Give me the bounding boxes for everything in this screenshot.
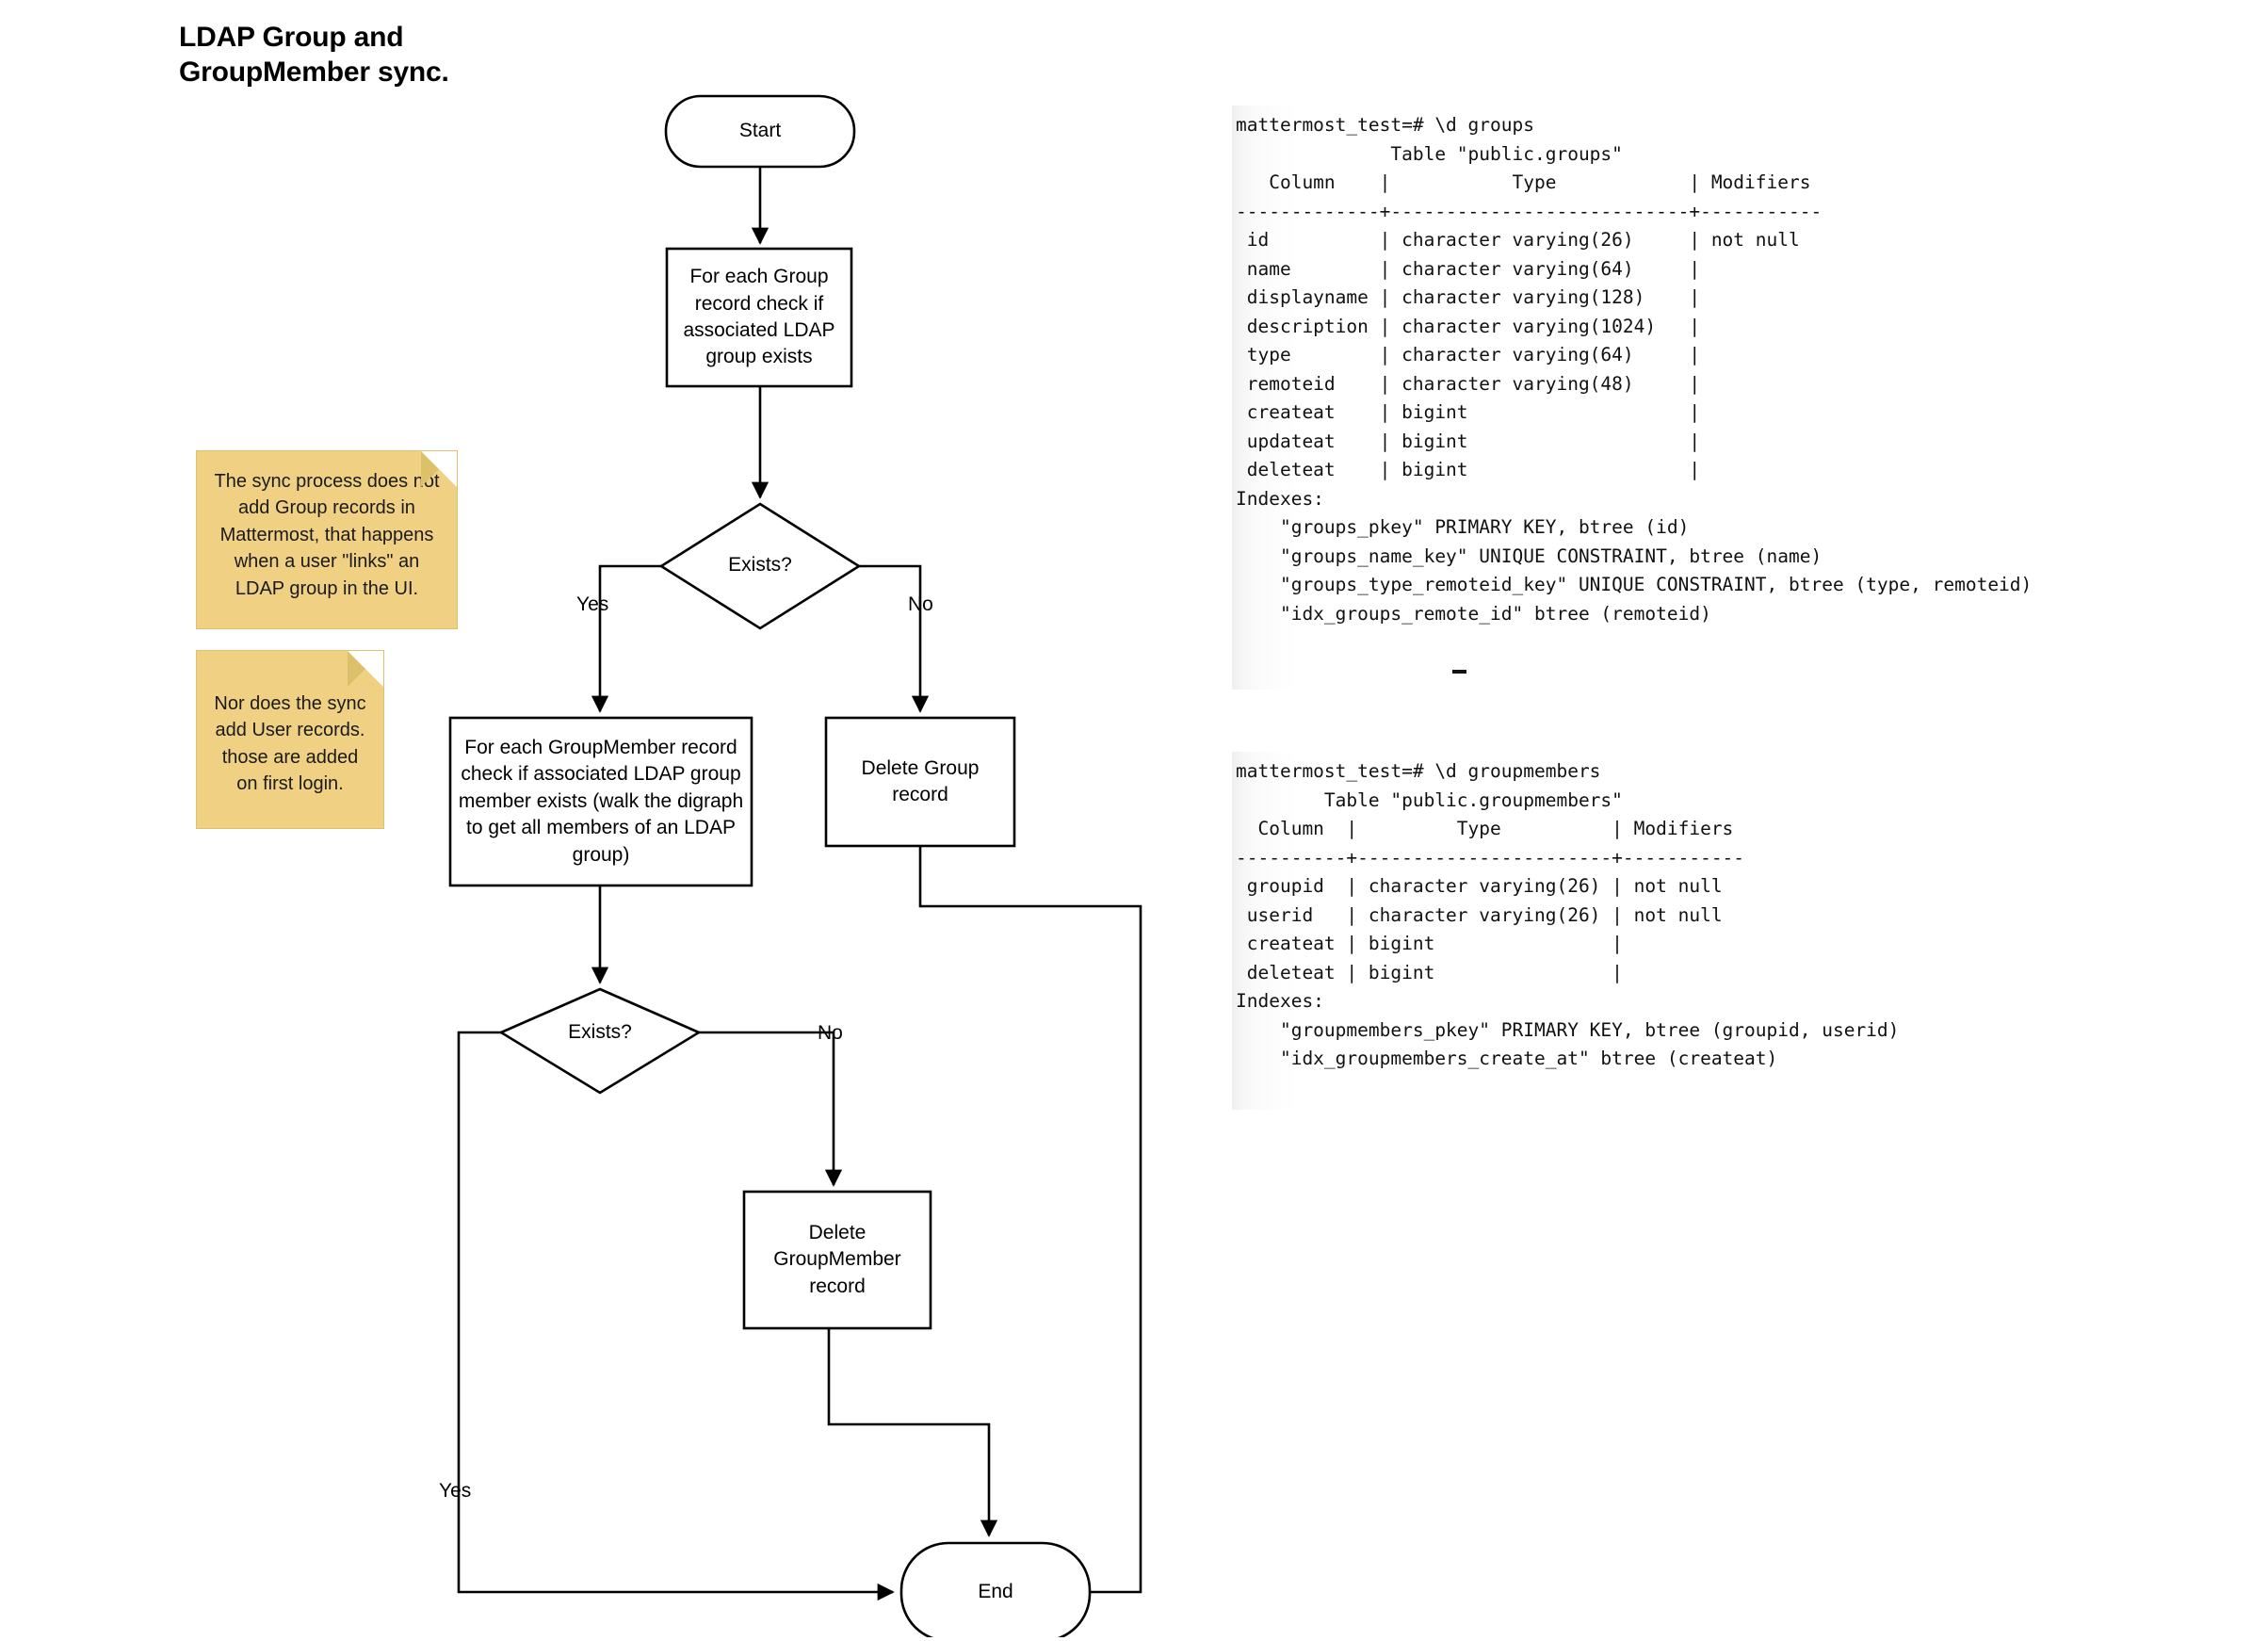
terminal-line: mattermost_test=# \d groupmembers: [1236, 760, 1601, 782]
terminal-line: remoteid | character varying(48) |: [1236, 372, 1701, 395]
terminal-line: deleteat | bigint |: [1236, 459, 1701, 481]
terminal-line: mattermost_test=# \d groups: [1236, 114, 1534, 136]
terminal-line: "groups_type_remoteid_key" UNIQUE CONSTR…: [1236, 574, 2033, 596]
sticky-note-text: The sync process does not add Group reco…: [214, 471, 440, 599]
page-title: LDAP Group and GroupMember sync.: [179, 22, 449, 88]
edge-label-group-yes: Yes: [576, 593, 609, 615]
terminal-line: type | character varying(64) |: [1236, 344, 1701, 366]
terminal-line: userid | character varying(26) | not nul…: [1236, 903, 1723, 926]
node-check-member-shape: [448, 716, 753, 887]
edge-label-member-yes: Yes: [439, 1480, 472, 1502]
sticky-fold-cut-icon: [348, 651, 383, 687]
terminal-line: Table "public.groups": [1236, 142, 1623, 165]
node-exists-group-shape: [658, 502, 862, 630]
terminal-line: updateat | bigint |: [1236, 430, 1701, 452]
node-check-group-shape: [665, 247, 853, 388]
terminal-line: "idx_groupmembers_create_at" btree (crea…: [1236, 1048, 1778, 1070]
terminal-line: ----------+-----------------------+-----…: [1236, 846, 1745, 869]
terminal-line: "groupmembers_pkey" PRIMARY KEY, btree (…: [1236, 1018, 1900, 1041]
terminal-line: displayname | character varying(128) |: [1236, 286, 1701, 309]
node-delete-member-shape: [742, 1190, 932, 1330]
terminal-line: Indexes:: [1236, 990, 1324, 1013]
terminal-line: description | character varying(1024) |: [1236, 315, 1701, 337]
node-end-shape: [899, 1541, 1092, 1637]
terminal-line: Indexes:: [1236, 487, 1324, 510]
flowchart-canvas: [448, 94, 1142, 1637]
edge-label-member-no: No: [818, 1022, 843, 1044]
terminal-cursor: [1232, 658, 2230, 687]
sticky-note-text: Nor does the sync add User records. thos…: [214, 693, 366, 795]
terminal-line: Column | Type | Modifiers: [1236, 171, 1822, 194]
terminal-line: Column | Type | Modifiers: [1236, 818, 1745, 840]
terminal-line: name | character varying(64) |: [1236, 257, 1701, 280]
terminal-line: "groups_name_key" UNIQUE CONSTRAINT, btr…: [1236, 544, 1822, 567]
terminal-groups-table: mattermost_test=# \d groups Table "publi…: [1232, 106, 2230, 690]
terminal-line: "idx_groups_remote_id" btree (remoteid): [1236, 602, 1711, 625]
terminal-line: createat | bigint |: [1236, 401, 1701, 424]
node-exists-member-shape: [498, 987, 702, 1095]
terminal-line: -------------+--------------------------…: [1236, 200, 1822, 222]
terminal-line: id | character varying(26) | not null: [1236, 229, 1800, 252]
sticky-note-group-records: The sync process does not add Group reco…: [196, 450, 458, 629]
terminal-line: "groups_pkey" PRIMARY KEY, btree (id): [1236, 516, 1690, 539]
sticky-note-user-records: Nor does the sync add User records. thos…: [196, 650, 384, 829]
edge-label-group-no: No: [908, 593, 933, 615]
terminal-line: groupid | character varying(26) | not nu…: [1236, 875, 1723, 898]
terminal-line: deleteat | bigint |: [1236, 961, 1623, 983]
terminal-line: createat | bigint |: [1236, 933, 1623, 955]
sticky-fold-cut-icon: [421, 451, 457, 487]
terminal-groupmembers-table: mattermost_test=# \d groupmembers Table …: [1232, 752, 2230, 1110]
terminal-line: [1232, 628, 2230, 658]
node-delete-group-shape: [824, 716, 1016, 848]
node-start-shape: [664, 94, 856, 169]
terminal-line: Table "public.groupmembers": [1236, 788, 1623, 811]
